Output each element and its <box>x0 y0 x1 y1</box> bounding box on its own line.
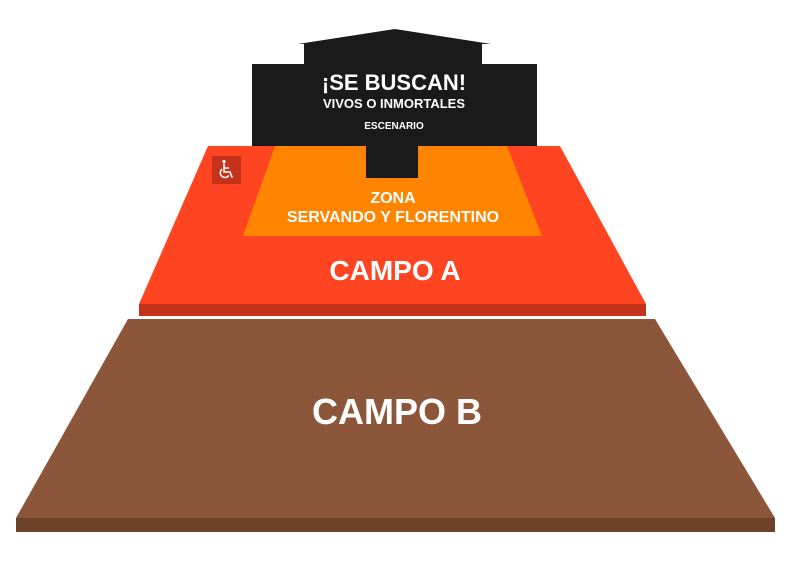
zona-servando-area[interactable] <box>243 146 542 236</box>
campo-b-edge <box>16 518 775 532</box>
zona-servando-line1: ZONA <box>370 190 416 207</box>
stage-upper-block <box>304 44 482 66</box>
stage-title: ¡SE BUSCAN! <box>322 70 466 95</box>
accessibility-badge[interactable] <box>212 156 241 184</box>
wheelchair-icon <box>219 159 233 179</box>
zona-servando-line2: SERVANDO Y FLORENTINO <box>287 209 499 226</box>
stage-main-block <box>252 64 537 146</box>
zona-servando-section[interactable]: ZONA SERVANDO Y FLORENTINO <box>243 146 542 236</box>
campo-b-section[interactable]: CAMPO B <box>16 319 775 532</box>
stage-subtitle: VIVOS O INMORTALES <box>323 96 465 111</box>
campo-a-edge <box>139 304 646 316</box>
campo-b-label: CAMPO B <box>312 391 482 432</box>
stage-catwalk <box>366 146 418 178</box>
stage-label: ESCENARIO <box>364 121 424 132</box>
campo-a-label: CAMPO A <box>329 255 460 286</box>
accessibility-badge-bg <box>212 156 241 184</box>
campo-b-area[interactable] <box>16 319 775 518</box>
stage-roof <box>298 29 491 44</box>
stage[interactable]: ¡SE BUSCAN! VIVOS O INMORTALES ESCENARIO <box>252 29 537 178</box>
